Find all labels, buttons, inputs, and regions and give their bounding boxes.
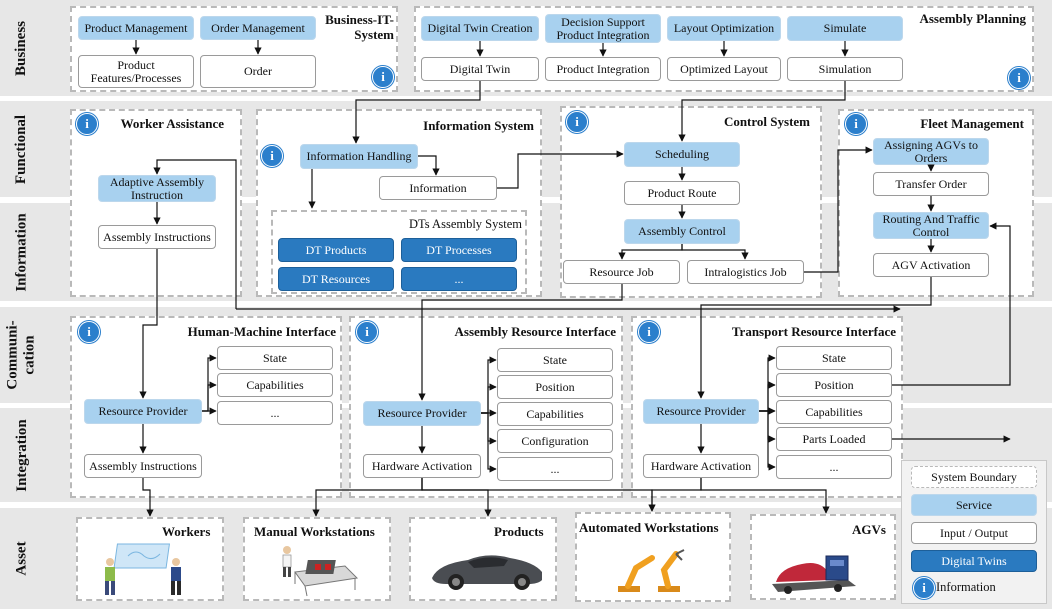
tri-hardware-activation: Hardware Activation [643,454,759,478]
legend-information: Information [936,579,996,594]
dt-resources: DT Resources [278,267,394,291]
optimized-layout-output: Optimized Layout [667,57,781,81]
manual-workstations-title: Manual Workstations [254,524,375,539]
band-label-information: Information [13,212,30,292]
dt-products: DT Products [278,238,394,262]
assigning-agvs-service: Assigning AGVs to Orders [873,138,989,165]
ari-hardware-activation: Hardware Activation [363,454,481,478]
ari-more: ... [497,457,613,481]
agv-activation-output: AGV Activation [873,253,989,277]
hmi-more: ... [217,401,333,425]
info-icon: i [1008,67,1030,89]
band-label-business: Business [13,20,30,76]
fleet-management-title: Fleet Management [920,116,1024,131]
ari-resource-provider: Resource Provider [363,401,481,426]
hmi-capabilities: Capabilities [217,373,333,397]
product-route-output: Product Route [624,181,740,205]
workers-illustration [105,543,181,595]
tri-title: Transport Resource Interface [731,324,896,339]
tri-state: State [776,346,892,370]
ari-capabilities: Capabilities [497,402,613,426]
assembly-control-service: Assembly Control [624,219,740,244]
intralogistics-job-output: Intralogistics Job [687,260,804,284]
agv-illustration [772,555,856,594]
product-integration-output: Product Integration [545,57,661,81]
tri-position: Position [776,373,892,397]
hmi-assembly-instructions: Assembly Instructions [84,454,202,478]
product-management-service: Product Management [78,16,194,40]
digital-twin-creation-service: Digital Twin Creation [421,16,539,41]
band-label-functional: Functional [13,114,30,184]
products-title: Products [494,524,544,539]
info-icon: i [566,111,588,133]
assembly-instructions-output: Assembly Instructions [98,225,216,249]
resource-job-output: Resource Job [563,260,680,284]
car-illustration [432,555,542,590]
digital-twin-output: Digital Twin [421,57,539,81]
tri-parts-loaded: Parts Loaded [776,427,892,451]
info-icon: i [913,577,935,599]
tri-capabilities: Capabilities [776,400,892,424]
simulate-service: Simulate [787,16,903,41]
group-worker-assistance [70,109,242,297]
manual-workstation-illustration [282,546,359,597]
ari-configuration: Configuration [497,429,613,453]
hmi-resource-provider: Resource Provider [84,399,202,424]
agvs-title: AGVs [852,522,886,537]
decision-support-service: Decision Support Product Integration [545,14,661,43]
adaptive-instruction-service: Adaptive Assembly Instruction [98,175,216,202]
workers-title: Workers [162,524,211,539]
dt-more: ... [401,267,517,291]
asset-manual-workstations [243,517,391,601]
ari-position: Position [497,375,613,399]
ari-state: State [497,348,613,372]
scheduling-service: Scheduling [624,142,740,167]
legend-system-boundary: System Boundary [911,466,1037,488]
tri-resource-provider: Resource Provider [643,399,759,424]
transfer-order-output: Transfer Order [873,172,989,196]
robot-arm-illustration [618,549,685,592]
hmi-title: Human-Machine Interface [187,324,336,339]
info-icon: i [356,321,378,343]
band-label-asset: Asset [13,541,30,576]
routing-traffic-service: Routing And Traffic Control [873,212,989,239]
asset-automated-workstations [575,512,731,602]
info-icon: i [372,66,394,88]
info-icon: i [638,321,660,343]
automated-workstations-title: Automated Workstations [579,520,719,535]
band-label-communication: Communi-cation [5,320,39,390]
worker-assistance-title: Worker Assistance [120,116,224,131]
order-output: Order [200,55,316,88]
band-label-integration: Integration [13,418,30,492]
information-system-title: Information System [423,118,534,133]
dts-assembly-system-title: DTs Assembly System [408,217,522,231]
hmi-state: State [217,346,333,370]
business-it-title: Business-IT-System [325,12,394,42]
information-handling-service: Information Handling [300,144,418,169]
legend-service: Service [911,494,1037,516]
tri-more: ... [776,455,892,479]
info-icon: i [845,113,867,135]
legend-input-output: Input / Output [911,522,1037,544]
assembly-planning-title: Assembly Planning [919,11,1026,26]
information-output: Information [379,176,497,200]
simulation-output: Simulation [787,57,903,81]
product-features-output: Product Features/Processes [78,55,194,88]
control-system-title: Control System [723,114,810,129]
legend-digital-twins: Digital Twins [911,550,1037,572]
info-icon: i [78,321,100,343]
info-icon: i [261,145,283,167]
info-icon: i [76,113,98,135]
ari-title: Assembly Resource Interface [454,324,617,339]
layout-optimization-service: Layout Optimization [667,16,781,41]
order-management-service: Order Management [200,16,316,40]
dt-processes: DT Processes [401,238,517,262]
